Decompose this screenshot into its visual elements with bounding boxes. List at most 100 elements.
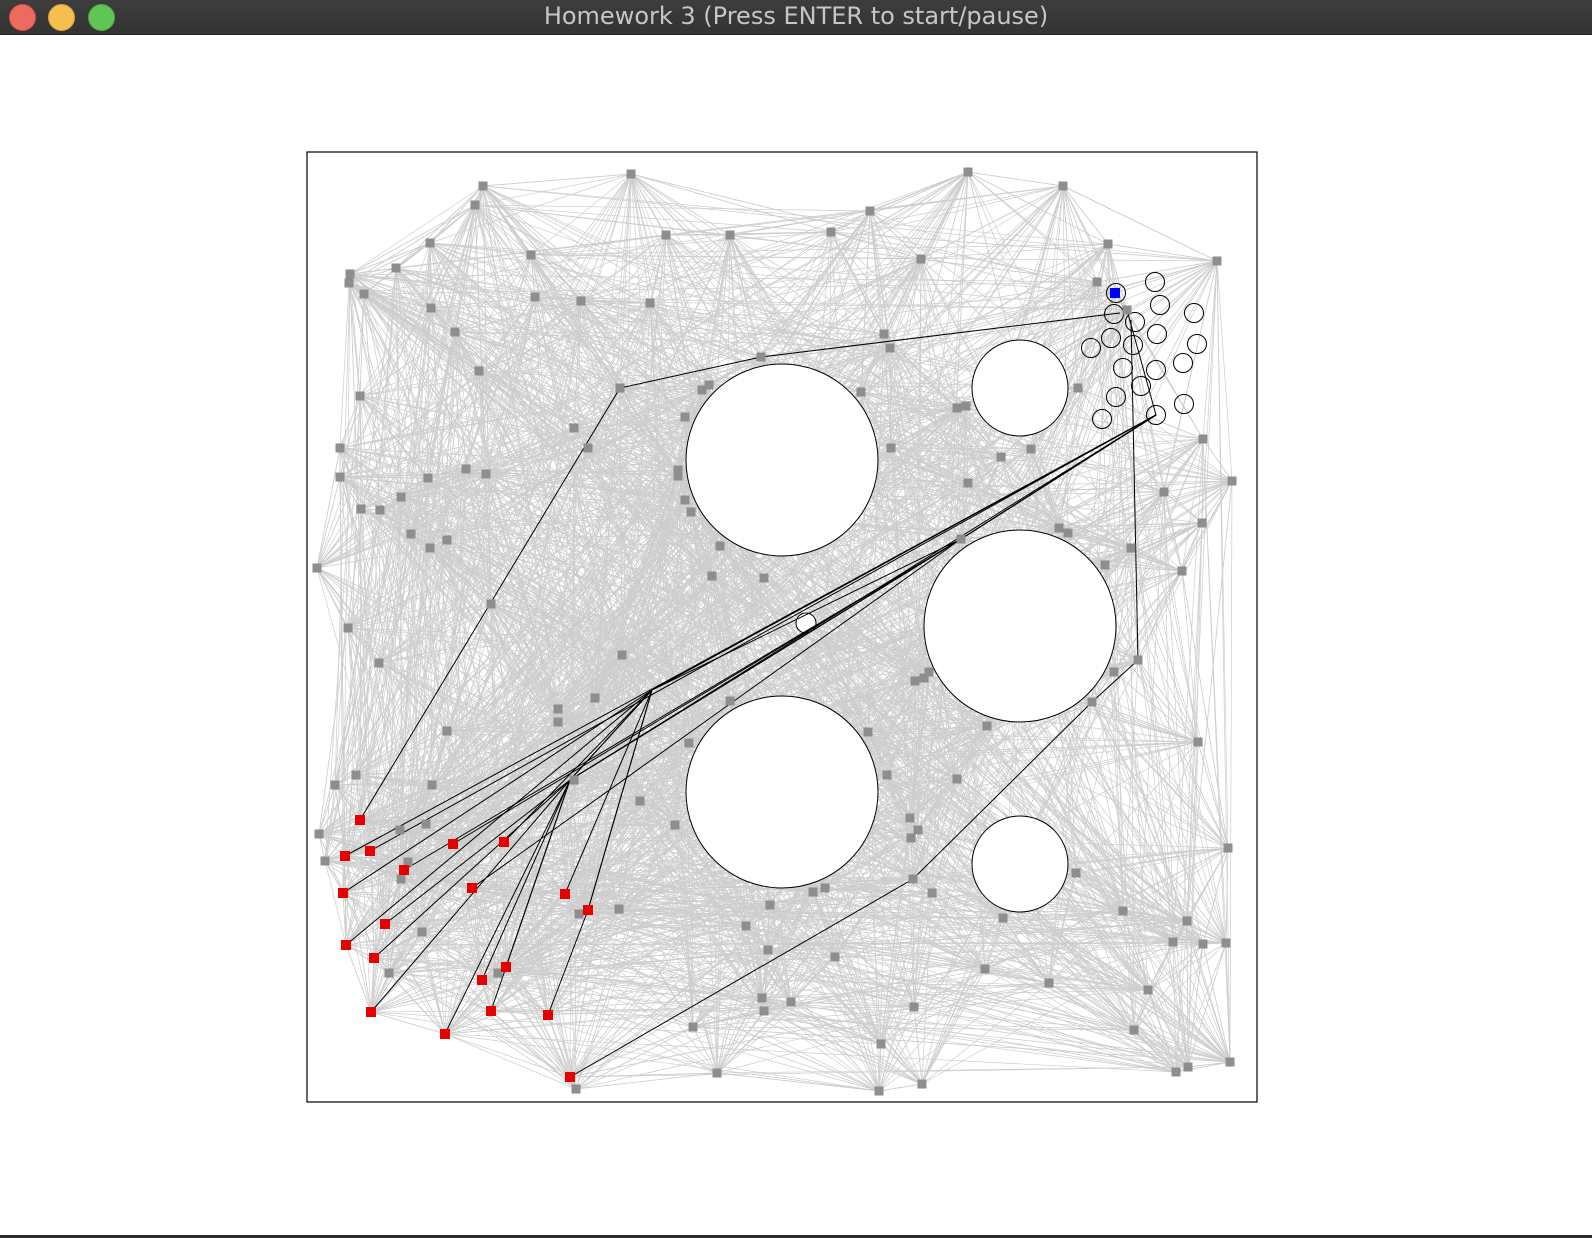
roadmap-node (574, 909, 584, 919)
roadmap-node (885, 343, 895, 353)
roadmap-edge (482, 185, 1109, 245)
roadmap-edge (355, 438, 1204, 776)
roadmap-edge (883, 333, 967, 407)
roadmap-edge (347, 533, 412, 629)
roadmap-edge (421, 931, 483, 981)
roadmap-edge (429, 242, 559, 723)
roadmap-edge (427, 477, 986, 970)
roadmap-node (526, 250, 536, 260)
roadmap-node (576, 296, 586, 306)
roadmap-node (1092, 277, 1102, 287)
obstacle-circle-small (1106, 283, 1126, 303)
roadmap-edge (481, 893, 566, 981)
roadmap-edge (348, 282, 589, 449)
roadmap-edge (430, 307, 1189, 1068)
roadmap-edge (482, 185, 1174, 943)
roadmap-edge (363, 204, 476, 295)
minimize-window-button[interactable] (48, 4, 75, 31)
roadmap-node (765, 900, 775, 910)
roadmap-edge (403, 869, 1189, 1068)
roadmap-edge (334, 496, 402, 786)
roadmap-edge (790, 1001, 923, 1085)
roadmap-nodes (312, 167, 1237, 1096)
roadmap-edge (812, 829, 919, 893)
roadmap-edge (594, 697, 747, 927)
roadmap-node (474, 366, 484, 376)
roadmap-edge (920, 258, 967, 407)
roadmap-edge (347, 627, 792, 1003)
simulation-canvas[interactable] (0, 35, 1592, 1235)
roadmap-edge (1122, 910, 1231, 1063)
roadmap-edge (355, 774, 371, 852)
roadmap-edge (1077, 260, 1218, 389)
roadmap-edge (395, 267, 559, 710)
roadmap-edge (1077, 387, 1165, 493)
roadmap-edge (359, 234, 731, 821)
roadmap-edge (471, 887, 1188, 922)
roadmap-edge (345, 944, 390, 974)
close-window-button[interactable] (9, 4, 36, 31)
roadmap-edge (345, 944, 372, 1013)
roadmap-edge (344, 819, 361, 857)
roadmap-node (786, 997, 796, 1007)
roadmap-edge (505, 913, 580, 968)
roadmap-edge (339, 395, 361, 449)
roadmap-edge (630, 173, 1116, 294)
roadmap-edge (454, 331, 986, 970)
roadmap-edge (324, 860, 344, 894)
roadmap-edge (1137, 570, 1183, 661)
roadmap-edge (344, 855, 923, 1085)
agent-path (369, 414, 1157, 852)
roadmap-edge (373, 475, 679, 959)
roadmap-edge (384, 730, 448, 925)
roadmap-node (1198, 939, 1208, 949)
roadmap-node (715, 541, 725, 551)
roadmap-edge (379, 416, 686, 511)
roadmap-edge (834, 956, 882, 1045)
roadmap-node (1073, 383, 1083, 393)
roadmap-edge (481, 260, 1218, 981)
roadmap-edge (1202, 260, 1218, 440)
roadmap-edge (444, 1010, 492, 1035)
roadmap-edge (388, 469, 679, 974)
roadmap-edge (1181, 522, 1203, 572)
roadmap-edge (403, 869, 507, 968)
roadmap-edge (1133, 1029, 1231, 1063)
roadmap-edge (1216, 260, 1231, 1063)
roadmap-node (1171, 1067, 1181, 1077)
roadmap-edge (587, 292, 1116, 449)
roadmap-edge (490, 1010, 571, 1078)
roadmap-edge (564, 475, 679, 895)
zoom-window-button[interactable] (88, 4, 115, 31)
roadmap-node (704, 380, 714, 390)
roadmap-edge (830, 210, 871, 233)
roadmap-edge (471, 841, 505, 889)
roadmap-edge (370, 1011, 446, 1035)
roadmap-node (980, 964, 990, 974)
roadmap-edge (569, 260, 1218, 1078)
roadmap-edge (403, 869, 473, 889)
roadmap-node (670, 820, 680, 830)
roadmap-edge (471, 887, 577, 1090)
roadmap-node (335, 443, 345, 453)
roadmap-edge (931, 892, 1050, 984)
roadmap-edge (373, 931, 423, 959)
roadmap-edge (1126, 260, 1218, 311)
roadmap-node (590, 693, 600, 703)
roadmap-node (1129, 1025, 1139, 1035)
roadmap-edge (688, 575, 713, 744)
roadmap-edge (692, 920, 1188, 1028)
roadmap-edge (342, 475, 679, 894)
roadmap-edge (1075, 741, 1199, 874)
roadmap-node (924, 667, 934, 677)
roadmap-edge (345, 331, 456, 946)
roadmap-edge (446, 730, 483, 981)
title-bar[interactable]: Homework 3 (Press ENTER to start/pause) (0, 0, 1592, 35)
obstacle-circle-small (1131, 376, 1151, 396)
roadmap-edge (630, 173, 891, 349)
roadmap-edge (370, 891, 814, 1013)
roadmap-edge (316, 567, 571, 1078)
roadmap-edge (505, 966, 571, 1078)
roadmap-node (1100, 560, 1110, 570)
agent-marker (499, 837, 509, 847)
